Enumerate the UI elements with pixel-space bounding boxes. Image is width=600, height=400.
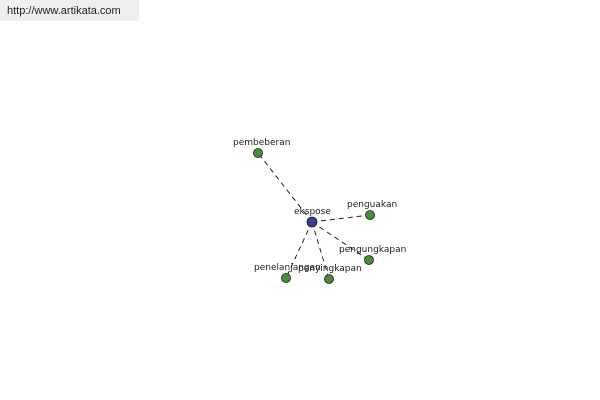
node-pengungkapan[interactable]: [364, 255, 374, 265]
node-pembeberan[interactable]: [253, 148, 263, 158]
edge-ekspose-pembeberan: [257, 152, 313, 223]
node-label-ekspose: ekspose: [294, 207, 331, 217]
node-label-penguakan: penguakan: [347, 200, 397, 210]
node-penelanjangan[interactable]: [281, 273, 291, 283]
node-label-penyingkapan: penyingkapan: [298, 264, 362, 274]
edge-ekspose-penguakan: [311, 214, 371, 223]
graph-nodes: [253, 148, 375, 284]
graph-labels: ekspose pembeberan penguakan pengungkapan pe…: [233, 138, 406, 274]
node-penguakan[interactable]: [365, 210, 375, 220]
graph-edges: [257, 152, 371, 280]
node-label-penelanjangan: penelanjangan: [254, 263, 321, 273]
edge-ekspose-penelanjangan: [285, 221, 313, 279]
node-ekspose[interactable]: [306, 216, 318, 228]
node-penyingkapan[interactable]: [324, 274, 334, 284]
node-label-pengungkapan: pengungkapan: [339, 245, 406, 255]
source-url-banner[interactable]: http://www.artikata.com: [0, 0, 139, 21]
edge-ekspose-pengungkapan: [311, 221, 370, 261]
node-label-pembeberan: pembeberan: [233, 138, 290, 148]
edge-ekspose-penyingkapan: [311, 221, 330, 280]
